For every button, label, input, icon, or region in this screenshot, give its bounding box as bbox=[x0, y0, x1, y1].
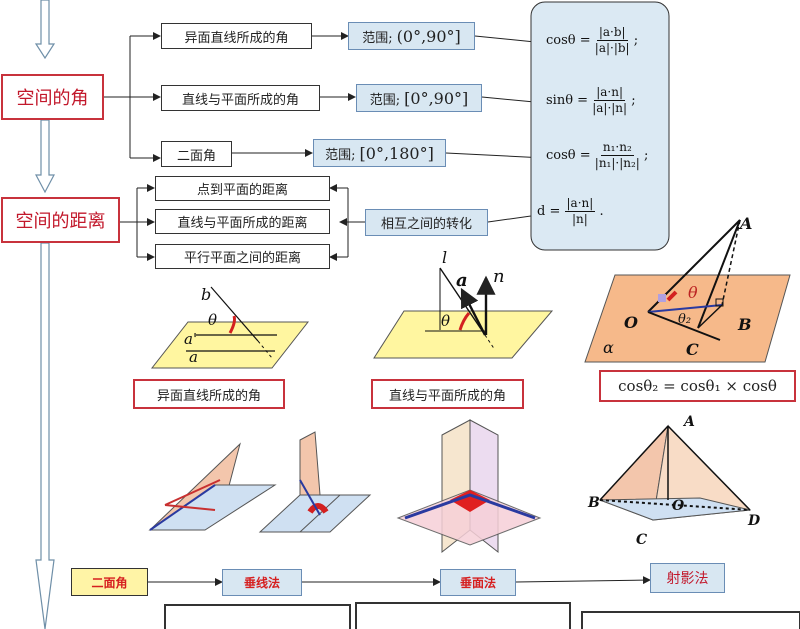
caption-skew: 异面直线所成的角 bbox=[133, 379, 285, 409]
formula-lhs: cosθ = bbox=[546, 33, 591, 48]
range-prefix: 范围; bbox=[325, 147, 356, 163]
angle-type-line-plane: 直线与平面所成的角 bbox=[161, 85, 320, 111]
formula-tail: ; bbox=[644, 148, 649, 163]
label-pyramid-A: A bbox=[684, 414, 695, 430]
formula-lhs: d = bbox=[537, 204, 561, 219]
formula-denominator: |a|·|b| bbox=[594, 41, 630, 55]
formula-numerator: |a·n| bbox=[594, 85, 626, 101]
flow-perpendicular-line: 垂线法 bbox=[222, 569, 302, 596]
formula-line-plane: sinθ = |a·n||a|·|n| ; bbox=[546, 85, 636, 116]
range-line-plane: 范围; [0°,90°] bbox=[356, 84, 482, 112]
range-prefix: 范围; bbox=[362, 30, 393, 46]
formula-denominator: |n₁|·|n₂| bbox=[594, 156, 640, 170]
range-skew: 范围; (0°,90°] bbox=[348, 22, 475, 50]
label-theta2: θ₂ bbox=[678, 312, 692, 327]
label-O: O bbox=[624, 313, 638, 332]
distance-parallel-planes: 平行平面之间的距离 bbox=[155, 244, 330, 269]
label-theta: θ bbox=[208, 311, 218, 329]
formula-denominator: |a|·|n| bbox=[592, 101, 628, 115]
heading-spatial-distance: 空间的距离 bbox=[1, 197, 120, 243]
formula-distance: d = |a·n||n| . bbox=[537, 196, 604, 227]
bottom-box-2 bbox=[355, 602, 571, 629]
label-B: B bbox=[738, 315, 752, 334]
formula-denominator: |n| bbox=[571, 212, 588, 226]
label-b: b bbox=[201, 285, 212, 304]
heading-spatial-angle: 空间的角 bbox=[1, 74, 104, 120]
label-theta-line-plane: θ bbox=[441, 312, 451, 330]
figure-line-plane bbox=[373, 267, 554, 359]
label-pyramid-D: D bbox=[748, 513, 761, 529]
range-value: [0°,180°] bbox=[359, 143, 434, 163]
hollow-arrow-long bbox=[35, 242, 55, 629]
conversion-box: 相互之间的转化 bbox=[365, 209, 488, 236]
label-vec-n: n bbox=[493, 266, 505, 287]
label-a: a bbox=[189, 348, 198, 366]
formula-numerator: |a·b| bbox=[596, 25, 628, 41]
distance-point-plane: 点到平面的距离 bbox=[155, 176, 330, 201]
figure-skew-lines bbox=[150, 286, 310, 369]
figure-dihedral-1 bbox=[148, 442, 277, 531]
formula-numerator: |a·n| bbox=[564, 196, 596, 212]
figure-pyramid bbox=[599, 424, 752, 521]
label-l: l bbox=[442, 248, 448, 267]
bottom-flow-line bbox=[148, 576, 651, 586]
formula-tail: . bbox=[599, 204, 604, 219]
distance-line-plane: 直线与平面所成的距离 bbox=[155, 209, 330, 234]
label-theta-main: θ bbox=[688, 283, 698, 302]
formula-lhs: sinθ = bbox=[546, 93, 589, 108]
flow-dihedral: 二面角 bbox=[71, 568, 148, 596]
figure-three-cosine bbox=[584, 219, 791, 363]
formula-skew: cosθ = |a·b||a|·|b| ; bbox=[546, 25, 638, 56]
label-pyramid-C: C bbox=[636, 532, 648, 548]
flow-projection: 射影法 bbox=[650, 563, 725, 593]
label-pyramid-B: B bbox=[588, 495, 600, 511]
label-alpha: α bbox=[603, 338, 614, 357]
range-prefix: 范围; bbox=[369, 92, 401, 108]
label-pyramid-O: O bbox=[672, 498, 685, 514]
label-a-prime: a' bbox=[184, 330, 198, 348]
flow-perpendicular-plane: 垂面法 bbox=[440, 569, 516, 596]
bottom-box-1 bbox=[164, 604, 351, 629]
bottom-box-3 bbox=[581, 611, 800, 629]
formula-dihedral: cosθ = n₁·n₂|n₁|·|n₂| ; bbox=[546, 140, 648, 171]
caption-line-plane: 直线与平面所成的角 bbox=[371, 379, 524, 409]
figure-dihedral-3 bbox=[396, 419, 542, 554]
caption-cos-relation: cosθ₂ = cosθ₁ × cosθ bbox=[599, 370, 796, 402]
range-value: [0°,90°] bbox=[404, 88, 469, 108]
formula-panel bbox=[530, 1, 670, 251]
formula-tail: ; bbox=[631, 93, 636, 108]
angle-type-skew: 异面直线所成的角 bbox=[161, 23, 312, 49]
range-value: (0°,90°] bbox=[396, 26, 461, 46]
label-C: C bbox=[686, 340, 699, 359]
formula-tail: ; bbox=[633, 33, 639, 48]
hollow-arrow-middle bbox=[35, 119, 55, 194]
formula-lhs: cosθ = bbox=[546, 148, 591, 163]
label-vec-a: a bbox=[456, 270, 468, 291]
angle-type-dihedral: 二面角 bbox=[161, 141, 232, 167]
label-A: A bbox=[740, 214, 753, 233]
formula-numerator: n₁·n₂ bbox=[600, 140, 634, 156]
hollow-arrow-top bbox=[34, 0, 56, 60]
figure-dihedral-2 bbox=[258, 431, 372, 533]
range-dihedral: 范围; [0°,180°] bbox=[313, 139, 446, 167]
